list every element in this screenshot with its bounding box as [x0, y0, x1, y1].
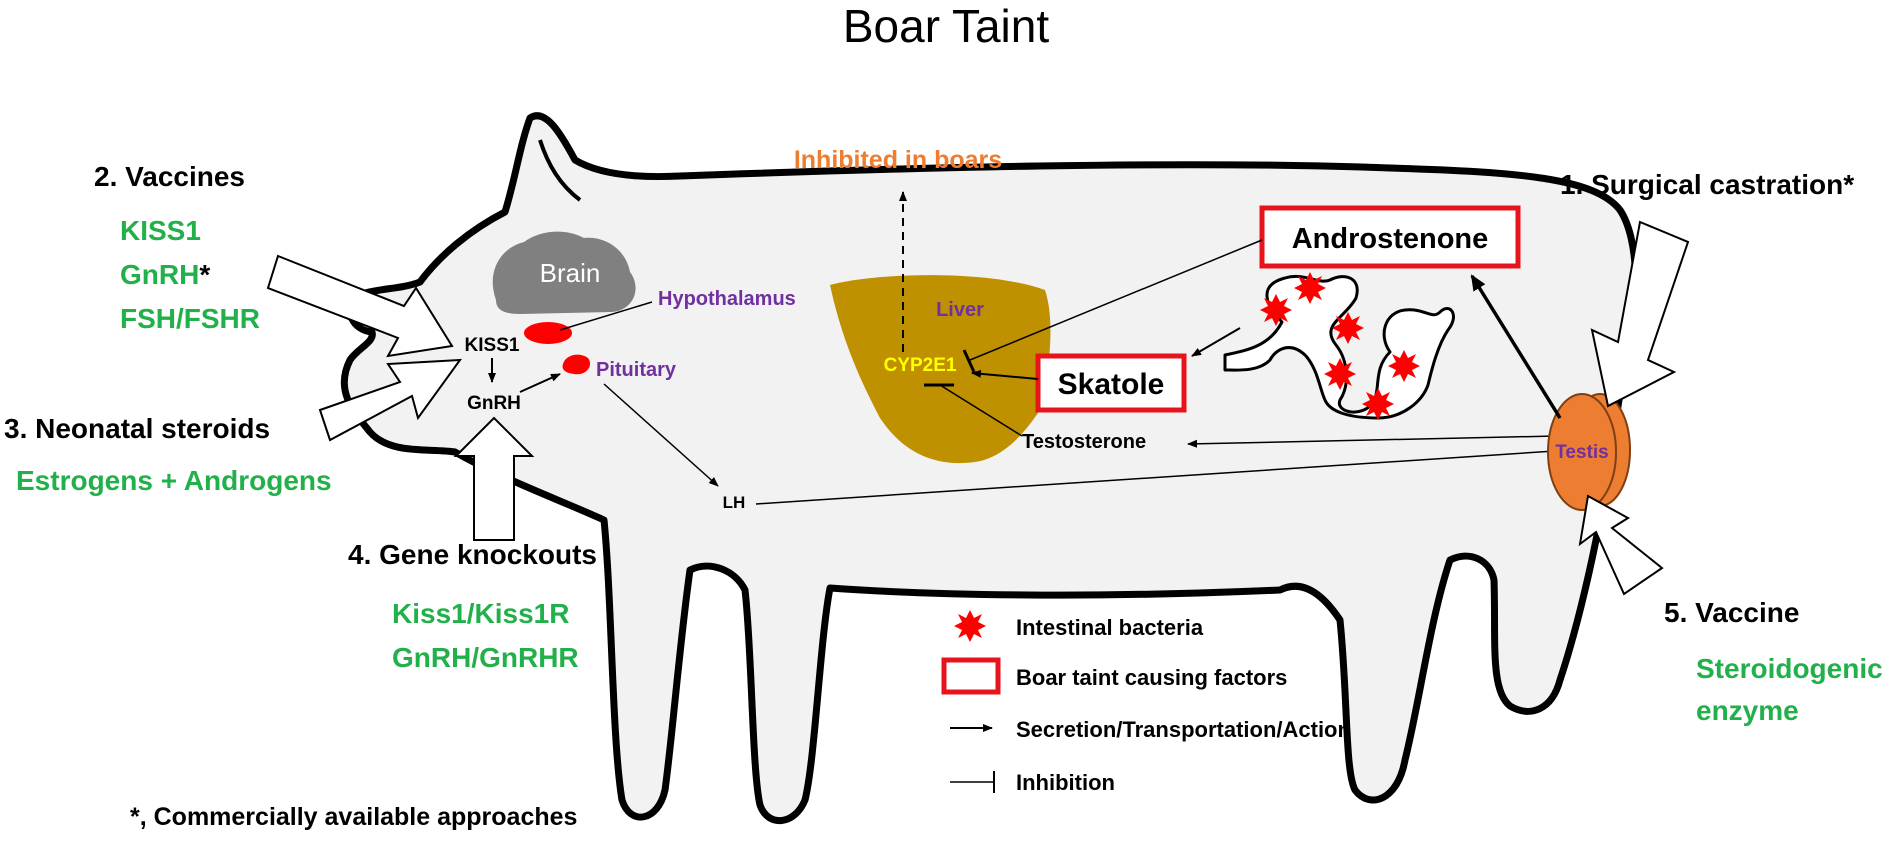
legend-arrow-label: Secretion/Transportation/Action: [1016, 717, 1351, 742]
intestine-skatole-arrow: [1191, 327, 1241, 357]
pituitary-label: Pituitary: [596, 359, 677, 381]
brain-shape: [492, 231, 636, 314]
inhibited-label: Inhibited in boars: [794, 146, 1002, 174]
androstenone-cyp-inhibition: [969, 239, 1263, 361]
vaccines-heading: 2. Vaccines: [94, 161, 245, 192]
androstenone-inhibition-bar: [962, 349, 976, 373]
skatole-label: Skatole: [1058, 368, 1165, 401]
castration-heading: 1. Surgical castration*: [1560, 169, 1854, 200]
bacteria-group: [1260, 272, 1420, 420]
gnrh-label: GnRH: [467, 393, 521, 414]
bacteria-icon: [1332, 312, 1364, 344]
knockout-heading: 4. Gene knockouts: [348, 539, 597, 570]
vaccines-item-fsh: FSH/FSHR: [120, 303, 260, 334]
skatole-cyp-arrow: [971, 369, 1039, 380]
neonatal-block-arrow: [318, 358, 463, 442]
cyp2e1-label: CYP2E1: [884, 355, 957, 376]
legend-factor-icon: [941, 657, 1001, 695]
testis-androstenone-arrow: [1470, 274, 1562, 419]
bacteria-icon: [1294, 272, 1326, 304]
knockout-item-kiss1: Kiss1/Kiss1R: [392, 598, 569, 629]
gnrh-asterisk: *: [199, 259, 210, 290]
castration-block-arrow: [1590, 220, 1690, 408]
vaccines-block-arrow: [266, 254, 454, 358]
brain-label: Brain: [540, 258, 601, 288]
skatole-box: [1035, 353, 1187, 413]
legend: Intestinal bacteria Boar taint causing f…: [941, 610, 1351, 795]
hypothalamus-shape: [524, 322, 572, 344]
testosterone-label: Testosterone: [1022, 431, 1146, 453]
kiss1-label: KISS1: [465, 335, 520, 356]
legend-bacteria-icon: [954, 610, 986, 642]
vaccine-testis-block-arrow: [1578, 494, 1664, 596]
lh-label: LH: [723, 493, 746, 512]
bacteria-icon: [1260, 294, 1292, 326]
vaccines-item-kiss1: KISS1: [120, 215, 201, 246]
legend-inhibition-label: Inhibition: [1016, 770, 1115, 795]
pituitary-shape: [562, 354, 591, 375]
legend-factor-label: Boar taint causing factors: [1016, 665, 1287, 690]
liver-shape: [830, 275, 1051, 464]
androstenone-label: Androstenone: [1292, 223, 1489, 255]
vaccine-testis-heading: 5. Vaccine: [1664, 597, 1799, 628]
vaccines-item-gnrh: GnRH*: [120, 259, 210, 290]
testosterone-cyp-inhibition: [939, 384, 1023, 437]
testis-shape: [1547, 393, 1617, 511]
androstenone-box: [1259, 205, 1521, 269]
pituitary-lh-arrow: [603, 383, 719, 487]
vaccine-testis-item-1: Steroidogenic: [1696, 653, 1883, 684]
bacteria-icon: [1388, 350, 1420, 382]
diagram-title: Boar Taint: [843, 0, 1050, 52]
knockout-item-gnrh: GnRH/GnRHR: [392, 642, 579, 673]
bacteria-icon: [1324, 358, 1356, 390]
liver-label: Liver: [936, 299, 984, 321]
gnrh-pituitary-arrow: [519, 373, 561, 393]
testis-testosterone-arrow: [1187, 435, 1557, 448]
pig-ear: [538, 139, 582, 202]
vaccine-testis-item-2: enzyme: [1696, 695, 1799, 726]
neonatal-heading: 3. Neonatal steroids: [4, 413, 270, 444]
knockout-block-arrow: [453, 416, 535, 541]
legend-bacteria-label: Intestinal bacteria: [1016, 615, 1204, 640]
footnote: *, Commercially available approaches: [130, 803, 577, 831]
bacteria-icon: [1362, 388, 1394, 420]
lh-testis-arrow: [755, 446, 1571, 505]
hypothalamus-pointer: [559, 301, 653, 331]
testis-label: Testis: [1555, 442, 1609, 463]
neonatal-item: Estrogens + Androgens: [16, 465, 332, 496]
vaccines-item-gnrh-text: GnRH: [120, 259, 199, 290]
hypothalamus-label: Hypothalamus: [658, 288, 796, 310]
